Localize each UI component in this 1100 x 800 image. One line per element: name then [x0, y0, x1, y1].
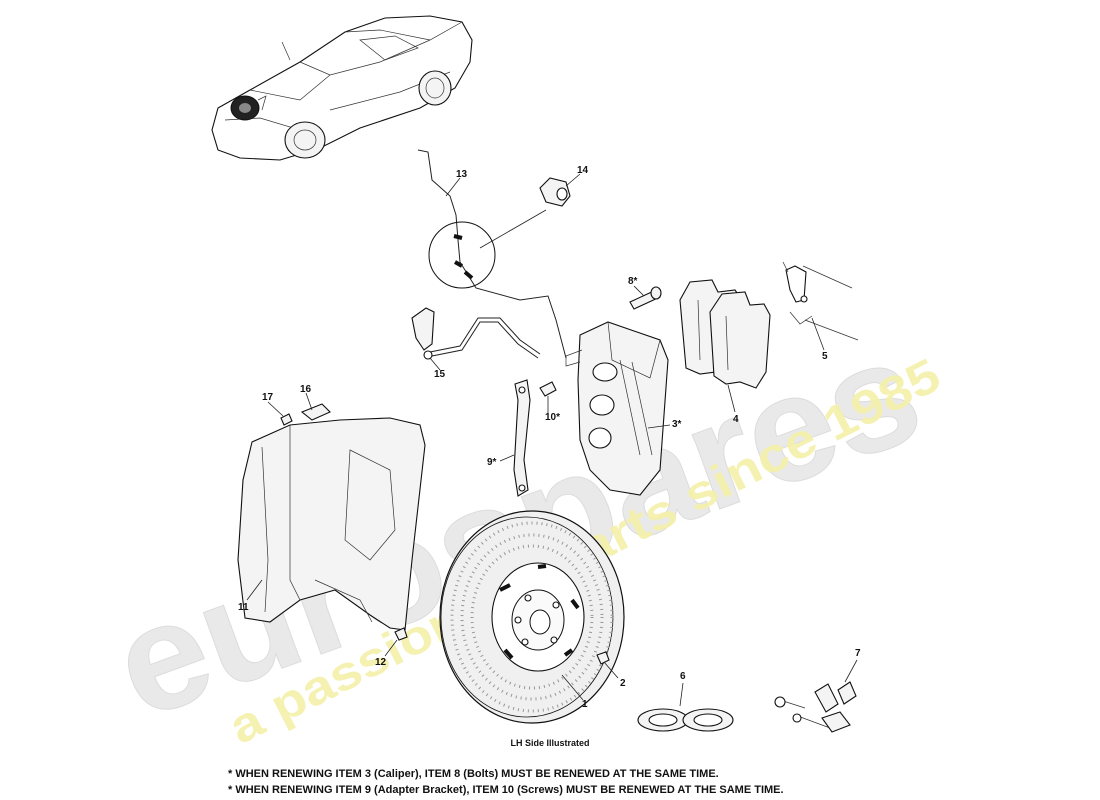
splash-shield: [237, 417, 426, 631]
screw-17: [280, 413, 293, 426]
caliper: [565, 321, 669, 496]
callout-8: 8*: [628, 276, 638, 287]
callout-12: 12: [375, 657, 387, 668]
callout-2: 2: [620, 678, 626, 689]
disc-screw: [596, 651, 610, 665]
callout-17: 17: [262, 392, 274, 403]
shield-screw: [394, 627, 408, 641]
wear-sensor: [417, 149, 567, 359]
car-illustration: [211, 15, 473, 161]
callout-5: 5: [822, 351, 828, 362]
callouts: 1 2 3* 4 5 6 7 8* 9* 10* 11 12 13 14 15 …: [238, 165, 861, 710]
adapter-screw: [539, 381, 557, 397]
callout-15: 15: [434, 369, 446, 380]
note-adapter-bracket: * WHEN RENEWING ITEM 9 (Adapter Bracket)…: [228, 784, 784, 796]
callout-13: 13: [456, 169, 468, 180]
sensor-clip: [539, 177, 571, 207]
callout-4: 4: [733, 414, 739, 425]
callout-6: 6: [680, 671, 686, 682]
callout-14: 14: [577, 165, 589, 176]
brake-disc: [439, 510, 625, 724]
brake-pads: [679, 279, 771, 389]
callout-16: 16: [300, 384, 312, 395]
caliper-bolt: [629, 286, 662, 310]
adapter-bracket: [513, 379, 531, 497]
note-caliper: * WHEN RENEWING ITEM 3 (Caliper), ITEM 8…: [228, 768, 719, 780]
diagram-caption: LH Side Illustrated: [510, 738, 590, 748]
callout-7: 7: [855, 648, 861, 659]
bleed-nipples: [774, 681, 857, 733]
notes: * WHEN RENEWING ITEM 3 (Caliper), ITEM 8…: [228, 766, 784, 798]
bracket-16: [300, 403, 331, 421]
shims: [637, 708, 734, 732]
callout-11: 11: [238, 602, 249, 613]
brake-hose: [411, 307, 541, 360]
callout-3: 3*: [672, 419, 682, 430]
callout-9: 9*: [487, 457, 497, 468]
leader-lines: [246, 173, 858, 707]
callout-10: 10*: [545, 412, 560, 423]
callout-1: 1: [582, 699, 588, 710]
